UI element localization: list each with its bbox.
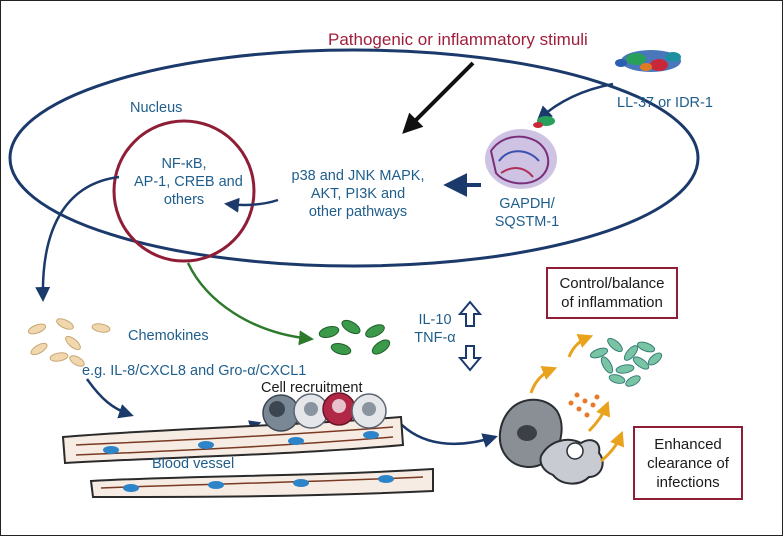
blood-vessel-upper <box>61 415 405 465</box>
nucleus-label: Nucleus <box>130 100 183 116</box>
signaling-pathways-label: p38 and JNK MAPK, AKT, PI3K and other pa… <box>291 168 425 220</box>
nucleus-to-cytokines-arrow <box>186 262 314 346</box>
macrophages <box>498 398 604 485</box>
blood-vessel-lower <box>89 467 434 499</box>
control-inflammation-box: Control/balance of inflammation <box>546 267 678 319</box>
cell-recruitment-label: Cell recruitment <box>261 380 363 396</box>
chemokine-examples-label: e.g. IL-8/CXCL8 and Gro-α/CXCL1 <box>82 363 307 379</box>
receptor-label: GAPDH/ SQSTM-1 <box>494 196 560 230</box>
peptide-molecule <box>615 50 681 72</box>
clearance-arrows <box>529 333 625 463</box>
nucleus-to-chemokines-arrow <box>35 175 120 302</box>
chemokines-to-vessel-arrow <box>85 378 134 419</box>
blood-vessel-label: Blood vessel <box>152 456 235 472</box>
pathway-to-nucleus-arrow <box>224 197 279 213</box>
peptide-entry-arrow <box>536 82 614 122</box>
cytokine-particles <box>318 319 391 355</box>
clearance-infections-box: Enhanced clearance of infections <box>633 426 743 500</box>
receptor-protein <box>485 116 557 189</box>
recruitment-to-cells-arrow <box>397 420 498 448</box>
cytokine-regulation-arrows <box>457 300 483 372</box>
chemokine-particles <box>27 318 111 367</box>
transcription-factors-label: NF-κB, AP-1, CREB and others <box>134 156 243 208</box>
stimuli-arrow <box>402 61 475 134</box>
peptide-label: LL-37 or IDR-1 <box>617 95 713 111</box>
debris-particles <box>568 392 600 418</box>
cytokines-label: IL-10 TNF-α <box>414 312 456 346</box>
stimuli-title: Pathogenic or inflammatory stimuli <box>328 30 588 49</box>
chemokines-label: Chemokines <box>128 328 209 344</box>
bacteria-cluster <box>589 337 663 387</box>
nucleus-circle <box>112 119 256 263</box>
cell-membrane <box>8 48 700 268</box>
recruited-immune-cells <box>262 392 387 432</box>
